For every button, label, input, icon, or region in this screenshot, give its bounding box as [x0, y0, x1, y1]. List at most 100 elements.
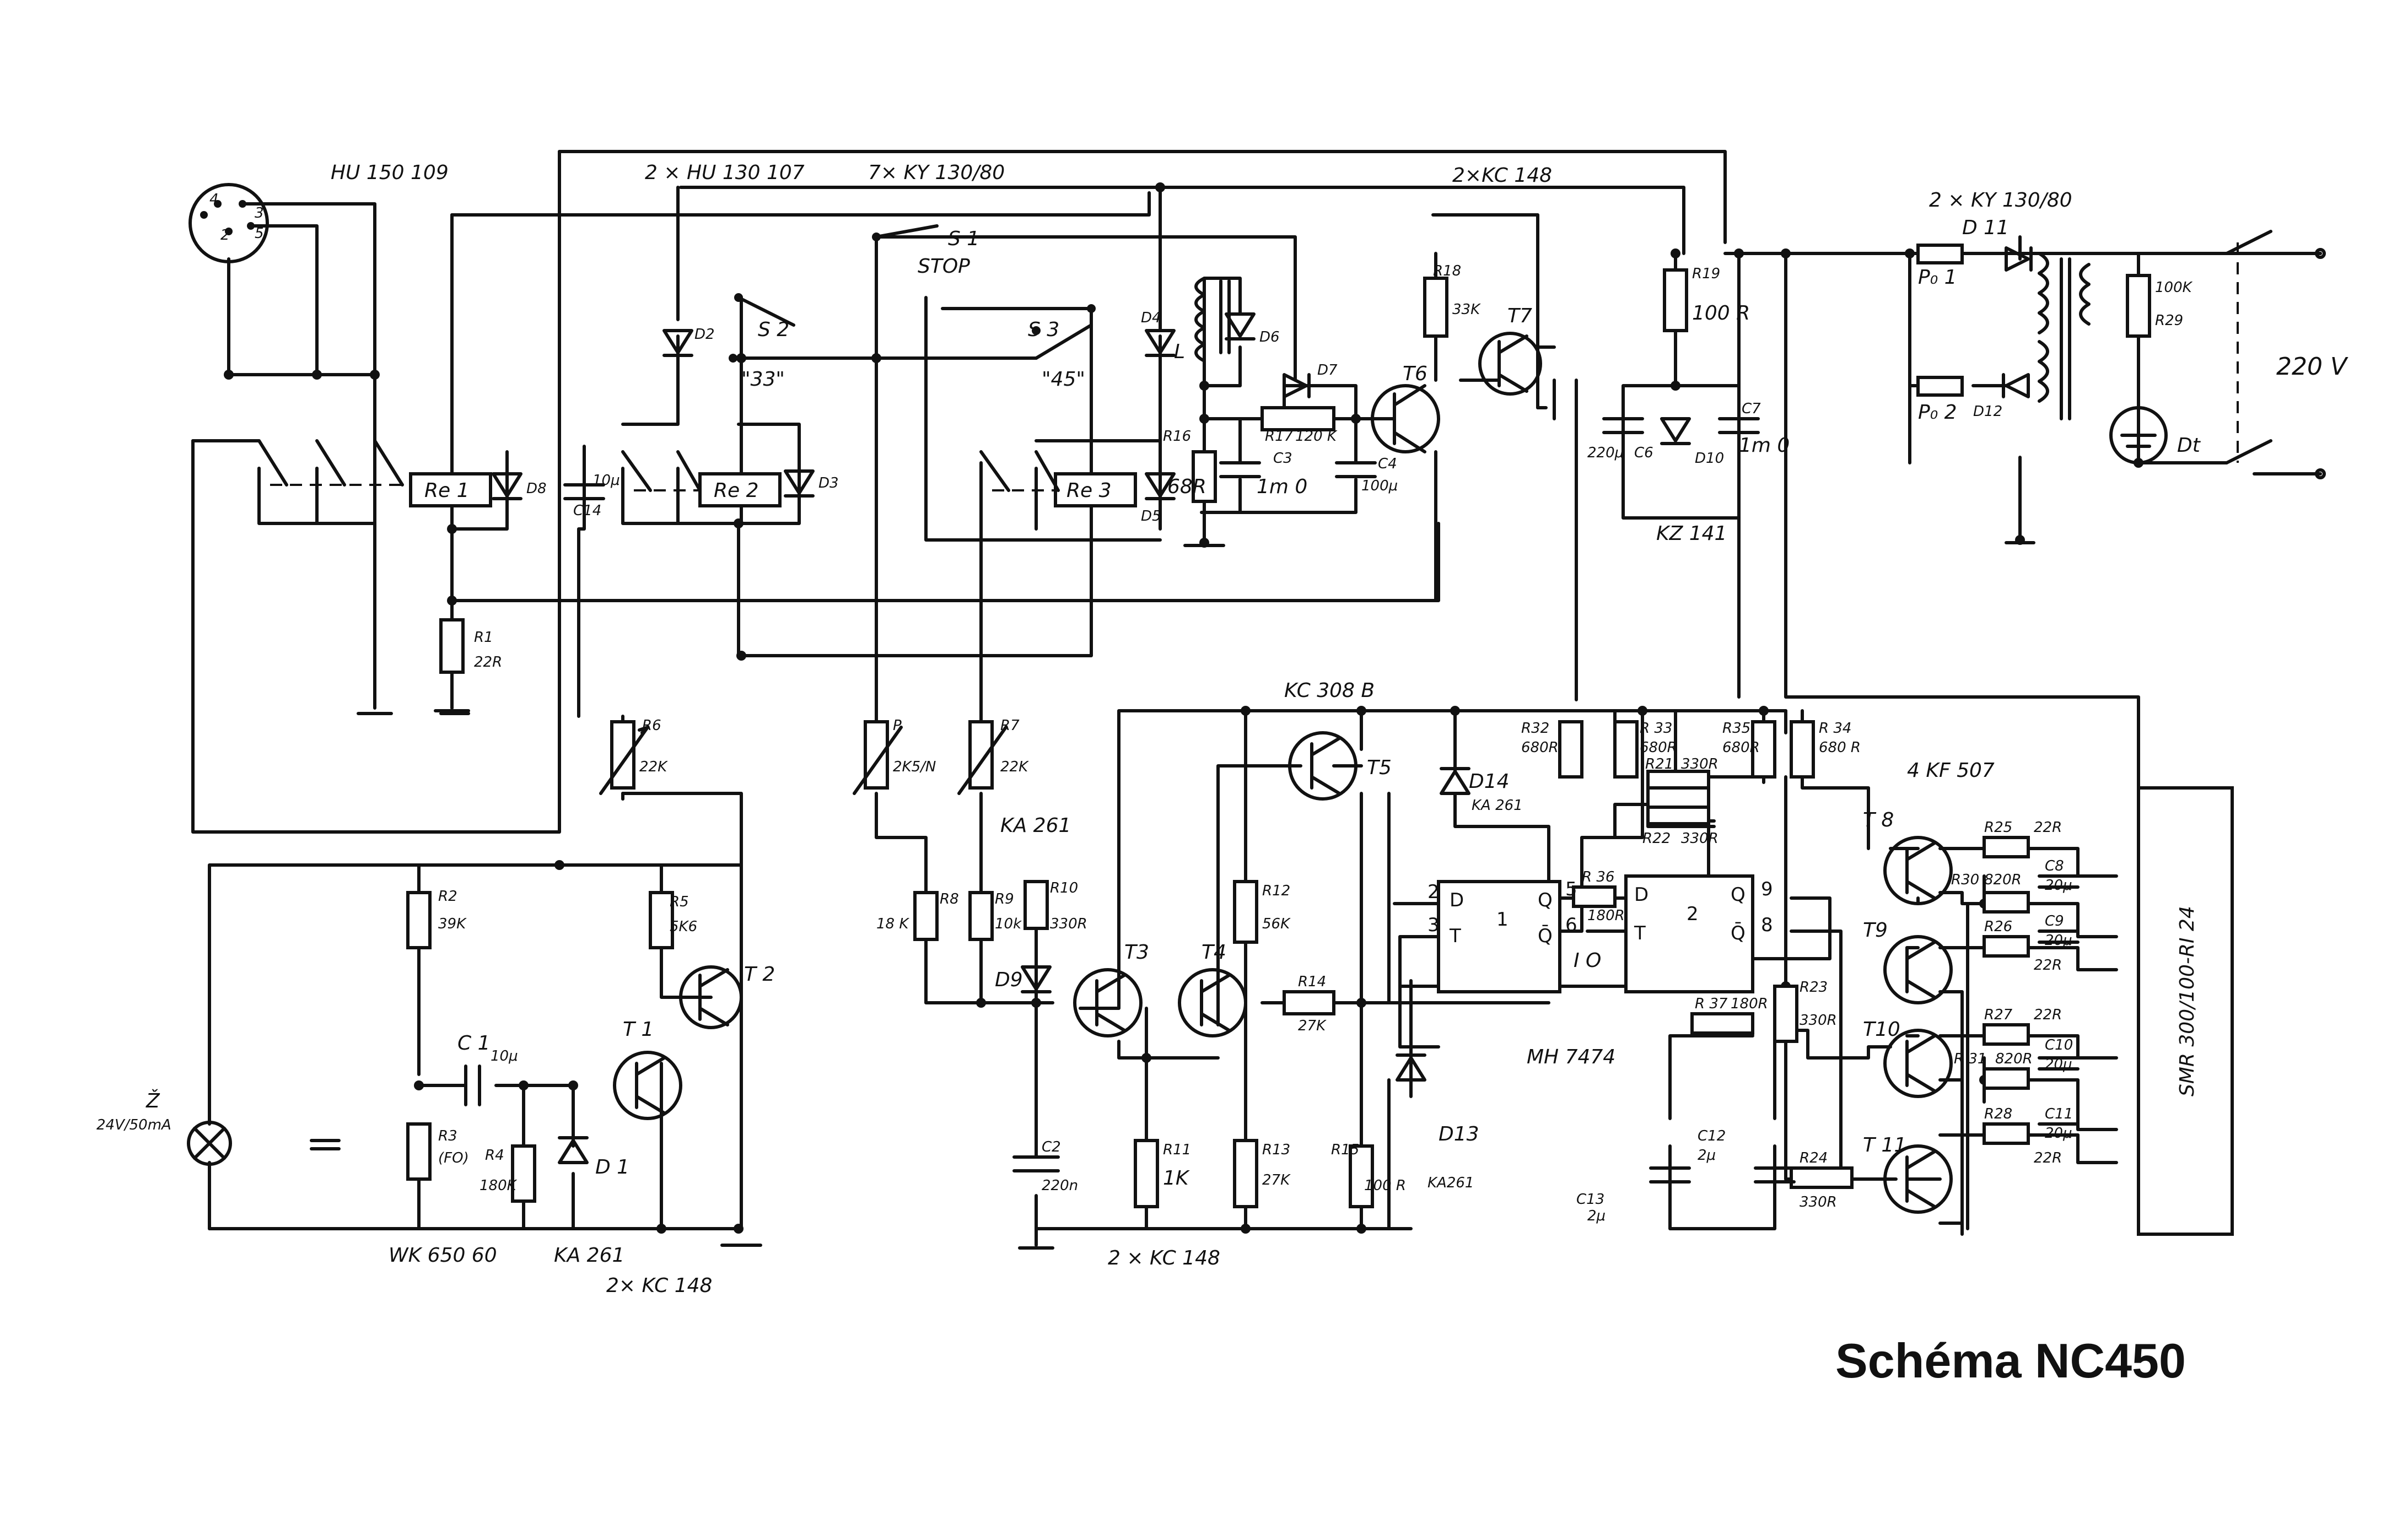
- svg-text:2: 2: [220, 227, 230, 244]
- label-flipflop: MH 7474: [1527, 1046, 1615, 1068]
- svg-text:T5: T5: [1367, 756, 1392, 779]
- resistors: [406, 268, 2151, 1208]
- svg-text:820R: 820R: [1995, 1051, 2033, 1067]
- svg-text:R9: R9: [995, 891, 1014, 907]
- svg-text:22K: 22K: [639, 759, 668, 775]
- capacitors: [464, 417, 2080, 1183]
- svg-text:T10: T10: [1863, 1018, 1900, 1041]
- svg-text:1m 0: 1m 0: [1739, 434, 1790, 457]
- re2-label: Re 2: [714, 479, 759, 502]
- label-t1t2: 2× KC 148: [606, 1274, 712, 1297]
- svg-text:R15: R15: [1331, 1142, 1359, 1158]
- svg-text:5: 5: [255, 225, 264, 242]
- svg-text:100 R: 100 R: [1692, 302, 1750, 325]
- svg-text:C2: C2: [1042, 1139, 1061, 1155]
- label-lamp-val: 24V/50mA: [96, 1117, 171, 1133]
- svg-text:D: D: [1450, 889, 1464, 911]
- svg-text:22R: 22R: [2034, 1150, 2062, 1166]
- svg-text:D2: D2: [694, 326, 715, 343]
- svg-text:330R: 330R: [1800, 1012, 1837, 1029]
- svg-text:D4: D4: [1141, 310, 1161, 326]
- svg-text:D 11: D 11: [1962, 217, 2009, 239]
- svg-text:2K5/N: 2K5/N: [893, 759, 936, 775]
- svg-text:68R: 68R: [1167, 475, 1206, 498]
- svg-text:R35: R35: [1722, 720, 1750, 737]
- svg-text:D8: D8: [526, 480, 547, 497]
- svg-text:"33": "33": [741, 368, 785, 391]
- inductors: [1194, 252, 2091, 420]
- svg-text:R30: R30: [1951, 872, 1979, 888]
- svg-text:P₀ 2: P₀ 2: [1918, 401, 1957, 424]
- svg-text:R29: R29: [2155, 312, 2183, 329]
- label-relays2: 2 × HU 130 107: [645, 161, 805, 184]
- svg-text:C13: C13: [1576, 1191, 1604, 1208]
- relay-re1: Re 1: [409, 472, 492, 507]
- svg-text:1m 0: 1m 0: [1257, 475, 1307, 498]
- relay-re2: Re 2: [621, 450, 782, 507]
- svg-text:22R: 22R: [2034, 819, 2062, 836]
- svg-text:C6: C6: [1634, 445, 1653, 461]
- svg-text:T 2: T 2: [744, 963, 775, 986]
- svg-text:C9: C9: [2045, 913, 2064, 929]
- svg-text:680R: 680R: [1521, 739, 1559, 756]
- svg-text:2μ: 2μ: [1698, 1147, 1716, 1164]
- ground-symbols: [357, 541, 2035, 1250]
- svg-text:100 R: 100 R: [1364, 1177, 1406, 1194]
- svg-text:330R: 330R: [1800, 1194, 1837, 1210]
- svg-text:20μ: 20μ: [2045, 877, 2072, 894]
- label-zener: KZ 141: [1656, 522, 1727, 545]
- svg-text:R1: R1: [474, 629, 493, 646]
- svg-text:5K6: 5K6: [670, 918, 697, 935]
- relay1-contacts: [257, 439, 419, 487]
- svg-text:22R: 22R: [2034, 957, 2062, 974]
- svg-text:10μ: 10μ: [592, 472, 620, 489]
- label-mains: 220 V: [2276, 353, 2348, 381]
- svg-text:D10: D10: [1695, 450, 1724, 467]
- svg-text:D 1: D 1: [595, 1156, 629, 1179]
- svg-text:R26: R26: [1984, 918, 2012, 935]
- svg-text:R16: R16: [1163, 428, 1191, 445]
- svg-text:33K: 33K: [1452, 301, 1481, 318]
- wiring: [191, 150, 2322, 1247]
- svg-text:R21: R21: [1645, 756, 1673, 772]
- svg-text:56K: 56K: [1262, 916, 1291, 932]
- svg-text:4: 4: [209, 191, 219, 208]
- svg-text:180R: 180R: [1587, 907, 1625, 924]
- label-relays: HU 150 109: [331, 161, 449, 184]
- svg-text:R11: R11: [1163, 1142, 1191, 1158]
- svg-text:C7: C7: [1742, 401, 1761, 417]
- svg-text:D: D: [1634, 884, 1649, 906]
- svg-text:T6: T6: [1403, 363, 1427, 385]
- din-connector: 4 3 2 5: [188, 183, 376, 263]
- svg-text:R10: R10: [1050, 880, 1078, 896]
- svg-text:L: L: [1174, 341, 1185, 363]
- svg-text:Q: Q: [1538, 889, 1553, 911]
- svg-text:T9: T9: [1863, 919, 1888, 942]
- svg-text:D3: D3: [818, 475, 839, 491]
- svg-text:R 33: R 33: [1640, 720, 1672, 737]
- svg-text:2: 2: [1427, 881, 1440, 903]
- svg-text:C10: C10: [2045, 1037, 2073, 1053]
- svg-text:R 37: R 37: [1695, 996, 1728, 1012]
- svg-text:680R: 680R: [1722, 739, 1760, 756]
- svg-text:T: T: [1449, 925, 1461, 947]
- svg-text:"45": "45": [1042, 368, 1085, 391]
- diodes: [492, 246, 2033, 1164]
- svg-text:10μ: 10μ: [491, 1048, 518, 1064]
- svg-text:5: 5: [1565, 878, 1577, 900]
- svg-text:KA261: KA261: [1427, 1175, 1474, 1191]
- indicator-lamp: [187, 1121, 341, 1166]
- motor-module: SMR 300/100-RI 24: [2137, 704, 2234, 1236]
- svg-text:R2: R2: [438, 888, 457, 905]
- svg-text:T7: T7: [1507, 305, 1532, 327]
- svg-text:R18: R18: [1433, 263, 1461, 279]
- svg-text:22R: 22R: [2034, 1007, 2062, 1023]
- svg-text:2μ: 2μ: [1587, 1208, 1606, 1224]
- svg-text:SMR 300/100-RI 24: SMR 300/100-RI 24: [2176, 906, 2199, 1096]
- svg-text:R6: R6: [642, 717, 661, 734]
- label-d1type: KA 261: [554, 1244, 624, 1267]
- label-t3t4: 2 × KC 148: [1108, 1247, 1220, 1269]
- svg-text:T4: T4: [1202, 941, 1226, 964]
- svg-text:D6: D6: [1259, 329, 1280, 345]
